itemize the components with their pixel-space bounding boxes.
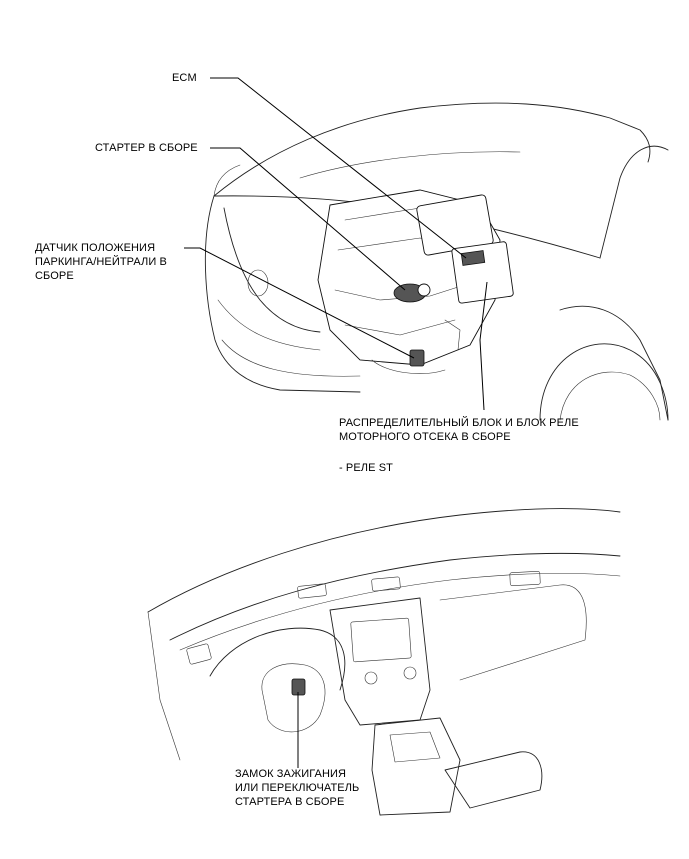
engine-detail-4 <box>344 319 456 336</box>
pnp-switch-part <box>409 349 425 367</box>
center-console <box>371 717 461 816</box>
label-park-neutral-switch: ДАТЧИК ПОЛОЖЕНИЯ ПАРКИНГА/НЕЙТРАЛИ В СБО… <box>35 241 167 283</box>
wheel-arch-right <box>539 343 669 421</box>
fender-left <box>213 164 241 197</box>
label-starter-assembly: СТАРТЕР В СБОРЕ <box>95 141 198 155</box>
bracket <box>444 319 461 351</box>
leader-ecm <box>210 77 467 259</box>
label-ecm-text: ECM <box>172 72 197 84</box>
fender-right <box>559 305 669 421</box>
vent-center-2 <box>371 576 401 592</box>
instrument-hood <box>209 627 346 691</box>
label-ign-line-3: СТАРТЕРА В СБОРЕ <box>235 796 345 808</box>
label-relay-line-1: РАСПРЕДЕЛИТЕЛЬНЫЙ БЛОК И БЛОК РЕЛЕ <box>339 417 579 429</box>
windshield-pillar <box>599 145 669 259</box>
dash-left-end <box>147 611 181 761</box>
glovebox <box>439 584 587 681</box>
wheel-right <box>559 371 661 421</box>
hood-outline <box>213 102 651 197</box>
grille-lower <box>217 299 321 351</box>
shifter-area <box>389 731 441 763</box>
leader-pnp <box>184 247 415 359</box>
label-ignition-switch: ЗАМОК ЗАЖИГАНИЯ ИЛИ ПЕРЕКЛЮЧАТЕЛЬ СТАРТЕ… <box>235 767 359 809</box>
label-relay-line-2: МОТОРНОГО ОТСЕКА В СБОРЕ <box>339 431 511 443</box>
hood-crease <box>299 151 521 179</box>
transaxle <box>371 359 446 374</box>
grille-outline <box>223 207 321 333</box>
vent-center-1 <box>297 583 327 599</box>
dashboard-illustration <box>147 508 621 816</box>
center-display <box>350 617 412 663</box>
dash-trim <box>179 573 621 651</box>
starter-part-end <box>417 283 431 297</box>
knob-right <box>403 666 417 680</box>
ecm-part <box>460 250 486 266</box>
label-st-relay: - РЕЛЕ ST <box>339 461 393 475</box>
vent-right <box>509 571 541 586</box>
label-pnp-line-3: СБОРЕ <box>35 270 74 282</box>
dash-top-rear <box>169 552 621 641</box>
bumper-lower <box>221 339 361 377</box>
engine-compartment-illustration <box>184 77 669 421</box>
label-pnp-line-1: ДАТЧИК ПОЛОЖЕНИЯ <box>35 242 156 254</box>
vent-left <box>186 643 212 665</box>
dash-top-edge <box>147 508 621 613</box>
label-ign-line-1: ЗАМОК ЗАЖИГАНИЯ <box>235 768 347 780</box>
label-ecm: ECM <box>172 71 197 85</box>
label-pnp-line-2: ПАРКИНГА/НЕЙТРАЛИ В <box>35 256 167 268</box>
leader-starter <box>210 147 406 291</box>
label-relay-block: РАСПРЕДЕЛИТЕЛЬНЫЙ БЛОК И БЛОК РЕЛЕ МОТОР… <box>339 416 579 444</box>
label-ign-line-2: ИЛИ ПЕРЕКЛЮЧАТЕЛЬ <box>235 782 360 794</box>
steering-column <box>261 663 326 733</box>
armrest <box>444 751 543 809</box>
label-starter-text: СТАРТЕР В СБОРЕ <box>95 142 198 154</box>
front-face <box>204 195 361 393</box>
knob-left <box>364 671 378 685</box>
leader-relay-block <box>479 281 488 411</box>
label-st-relay-text: - РЕЛЕ ST <box>339 462 393 474</box>
